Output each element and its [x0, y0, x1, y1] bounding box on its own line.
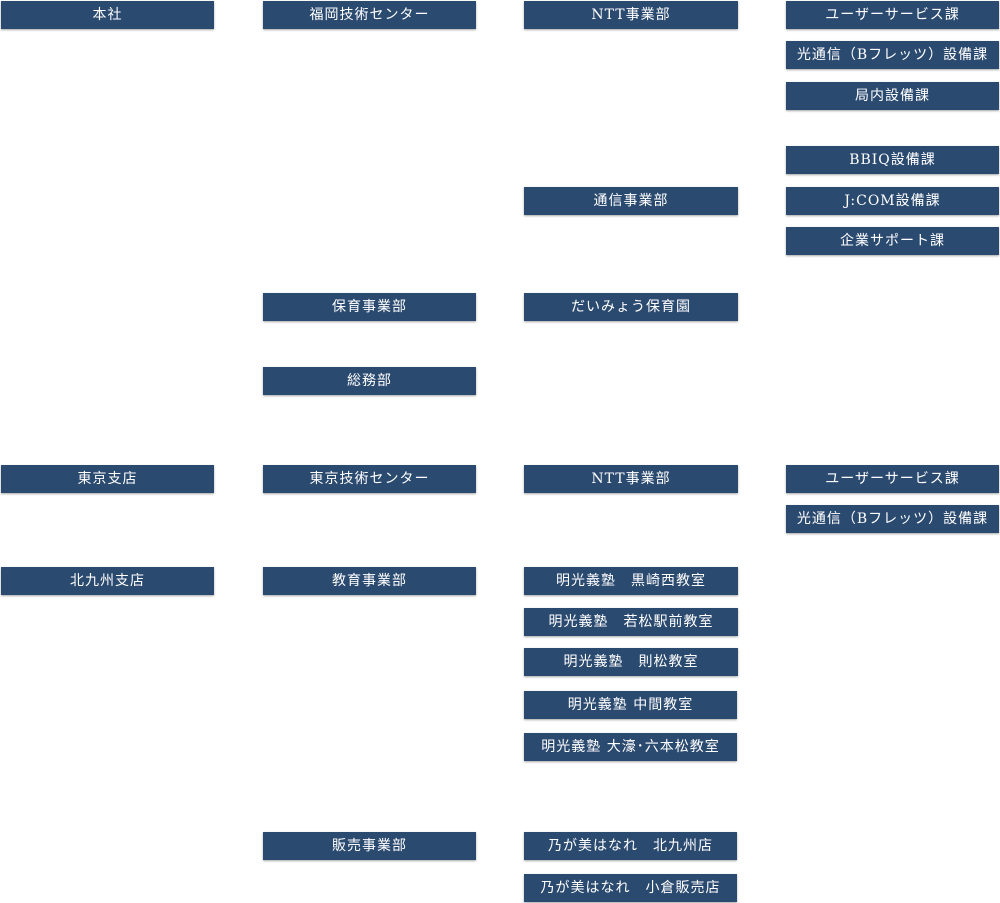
node-meiko-ohkura: 明光義塾 大濠･六本松教室 [524, 733, 737, 761]
node-tokyo-center: 東京技術センター [263, 465, 476, 493]
node-somu: 総務部 [263, 367, 476, 395]
node-hanbai-dept: 販売事業部 [263, 832, 476, 860]
node-hoiku-dept: 保育事業部 [263, 293, 476, 321]
node-bbiq: BBIQ設備課 [786, 146, 999, 174]
node-meiko-wakamatsu: 明光義塾 若松駅前教室 [524, 608, 738, 636]
node-meiko-nakama: 明光義塾 中間教室 [524, 691, 737, 719]
node-meiko-norimatsu: 明光義塾 則松教室 [524, 648, 738, 676]
node-hikari-1: 光通信（Bフレッツ）設備課 [786, 41, 999, 69]
node-ntt-dept-2: NTT事業部 [524, 465, 738, 493]
node-honsha: 本社 [1, 1, 214, 29]
node-user-service-2: ユーザーサービス課 [786, 465, 999, 493]
node-nogami-kitakyushu: 乃が美はなれ 北九州店 [524, 832, 737, 860]
node-jcom: J:COM設備課 [786, 187, 999, 215]
node-kyoiku-dept: 教育事業部 [263, 567, 476, 595]
node-daimyo-hoikuen: だいみょう保育園 [524, 293, 738, 321]
node-hikari-2: 光通信（Bフレッツ）設備課 [786, 505, 999, 533]
node-meiko-kurosakinishi: 明光義塾 黒崎西教室 [524, 567, 738, 595]
node-nogami-kokura: 乃が美はなれ 小倉販売店 [524, 874, 737, 902]
node-user-service-1: ユーザーサービス課 [786, 1, 999, 29]
node-tsushin-dept: 通信事業部 [524, 187, 738, 215]
node-kyokunai: 局内設備課 [786, 82, 999, 110]
node-ntt-dept-1: NTT事業部 [524, 1, 738, 29]
node-kitakyushu-branch: 北九州支店 [1, 567, 214, 595]
node-fukuoka-center: 福岡技術センター [263, 1, 476, 29]
node-tokyo-branch: 東京支店 [1, 465, 214, 493]
node-kigyo-support: 企業サポート課 [786, 227, 999, 255]
